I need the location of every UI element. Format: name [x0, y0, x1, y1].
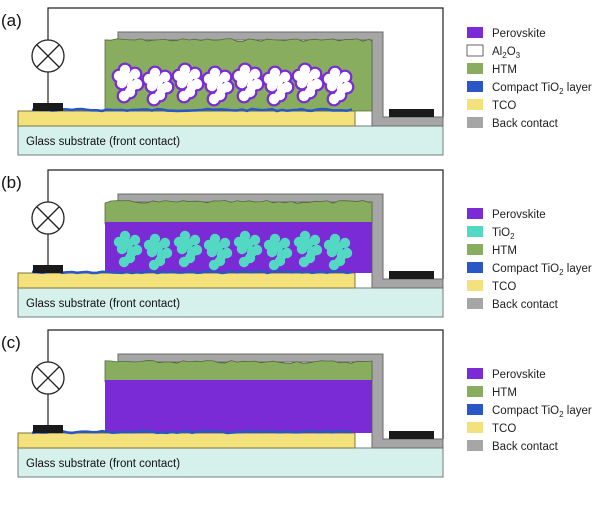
legend-item: Al2O3: [466, 44, 521, 60]
tio2-particle: [173, 230, 203, 268]
perovskite-swatch: [467, 368, 483, 379]
legend-item: Compact TiO2 layer: [467, 262, 592, 277]
perovskite-swatch: [467, 27, 483, 38]
htm-swatch: [467, 386, 483, 397]
legend-label: Compact TiO2 layer: [492, 82, 592, 96]
legend-item: Perovskite: [467, 27, 546, 40]
al2o3-particle: [141, 65, 175, 107]
al2o3-particle: [111, 62, 145, 104]
legend-item: HTM: [467, 244, 517, 257]
legend-item: Perovskite: [467, 368, 546, 381]
legend-label: TiO2: [492, 227, 515, 241]
compact-tio2-layer: [31, 429, 353, 435]
substrate-label: Glass substrate (front contact): [26, 298, 180, 310]
legend-item: TiO2: [467, 226, 515, 241]
front-electrode: [33, 425, 63, 433]
legend-item: Back contact: [467, 440, 559, 453]
legend-label: HTM: [492, 245, 517, 257]
panel-label: (c): [1, 333, 21, 352]
front-electrode: [33, 103, 63, 111]
tio2-particle: [203, 233, 233, 271]
back-contact-swatch: [467, 298, 483, 309]
legend-item: TCO: [467, 280, 516, 293]
tco-layer: [17, 272, 356, 289]
back-electrode: [389, 431, 434, 439]
al2o3-swatch: [466, 44, 484, 57]
substrate-label: Glass substrate (front contact): [26, 458, 180, 470]
legend-item: Compact TiO2 layer: [467, 81, 592, 96]
tco-swatch: [467, 422, 483, 433]
panel-label: (a): [1, 11, 22, 30]
legend-label: Perovskite: [492, 209, 546, 221]
tco-swatch: [467, 280, 483, 291]
al2o3-particle: [171, 62, 205, 104]
legend-label: Perovskite: [492, 28, 546, 40]
tio2-particle: [293, 230, 323, 268]
tco-layer: [17, 110, 356, 127]
al2o3-particle: [291, 62, 325, 104]
legend-item: HTM: [467, 63, 517, 76]
legend-label: Back contact: [492, 118, 559, 130]
legend-item: HTM: [467, 386, 517, 399]
htm-swatch: [467, 63, 483, 74]
legend-label: TCO: [492, 281, 516, 293]
tio2-particle: [233, 230, 263, 268]
htm-layer: [104, 200, 373, 225]
back-contact-swatch: [467, 440, 483, 451]
legend-label: Compact TiO2 layer: [492, 405, 592, 419]
device-panel-a: (a) Glass substrate (front contact) Perovs…: [1, 7, 592, 156]
panel-label: (b): [1, 173, 22, 192]
al2o3-particle: [201, 65, 235, 107]
legend-item: TCO: [467, 422, 516, 435]
legend-label: Back contact: [492, 299, 559, 311]
substrate-label: Glass substrate (front contact): [26, 136, 180, 148]
compact-tio2-layer: [31, 107, 353, 113]
legend-label: Perovskite: [492, 369, 546, 381]
tio2-particle: [143, 233, 173, 271]
glass-substrate: [17, 287, 444, 318]
al2o3-particle: [321, 65, 355, 107]
legend-label: Al2O3: [492, 46, 521, 60]
htm-swatch: [467, 244, 483, 255]
legend-label: TCO: [492, 423, 516, 435]
device-panel-c: (c) Glass substrate (front contact) Perovs…: [1, 329, 592, 478]
tio2-particle: [323, 233, 353, 271]
legend-item: TCO: [467, 99, 516, 112]
legend-label: HTM: [492, 387, 517, 399]
device-panel-b: (b) Glass substrate (front contact) Perovs…: [1, 169, 592, 318]
al2o3-particle: [261, 65, 295, 107]
front-electrode: [33, 265, 63, 273]
legend-item: Back contact: [467, 117, 559, 130]
al2o3-particle: [231, 62, 265, 104]
tco-swatch: [467, 99, 483, 110]
tco-layer: [17, 432, 356, 449]
glass-substrate: [17, 447, 444, 478]
compact-tio2-swatch: [467, 81, 483, 92]
back-electrode: [389, 271, 434, 279]
compact-tio2-layer: [31, 269, 353, 275]
tio2-swatch: [467, 226, 483, 237]
glass-substrate: [17, 125, 444, 156]
legend-label: HTM: [492, 64, 517, 76]
compact-tio2-swatch: [467, 262, 483, 273]
tio2-particle: [263, 233, 293, 271]
htm-layer: [104, 360, 373, 383]
legend-label: Back contact: [492, 441, 559, 453]
perovskite-swatch: [467, 208, 483, 219]
legend-item: Perovskite: [467, 208, 546, 221]
legend-item: Compact TiO2 layer: [467, 404, 592, 419]
perovskite-layer: [105, 380, 372, 433]
legend-label: Compact TiO2 layer: [492, 263, 592, 277]
compact-tio2-swatch: [467, 404, 483, 415]
legend-item: Back contact: [467, 298, 559, 311]
back-contact-swatch: [467, 117, 483, 128]
back-electrode: [389, 109, 434, 117]
legend-label: TCO: [492, 100, 516, 112]
tio2-particle: [113, 230, 143, 268]
